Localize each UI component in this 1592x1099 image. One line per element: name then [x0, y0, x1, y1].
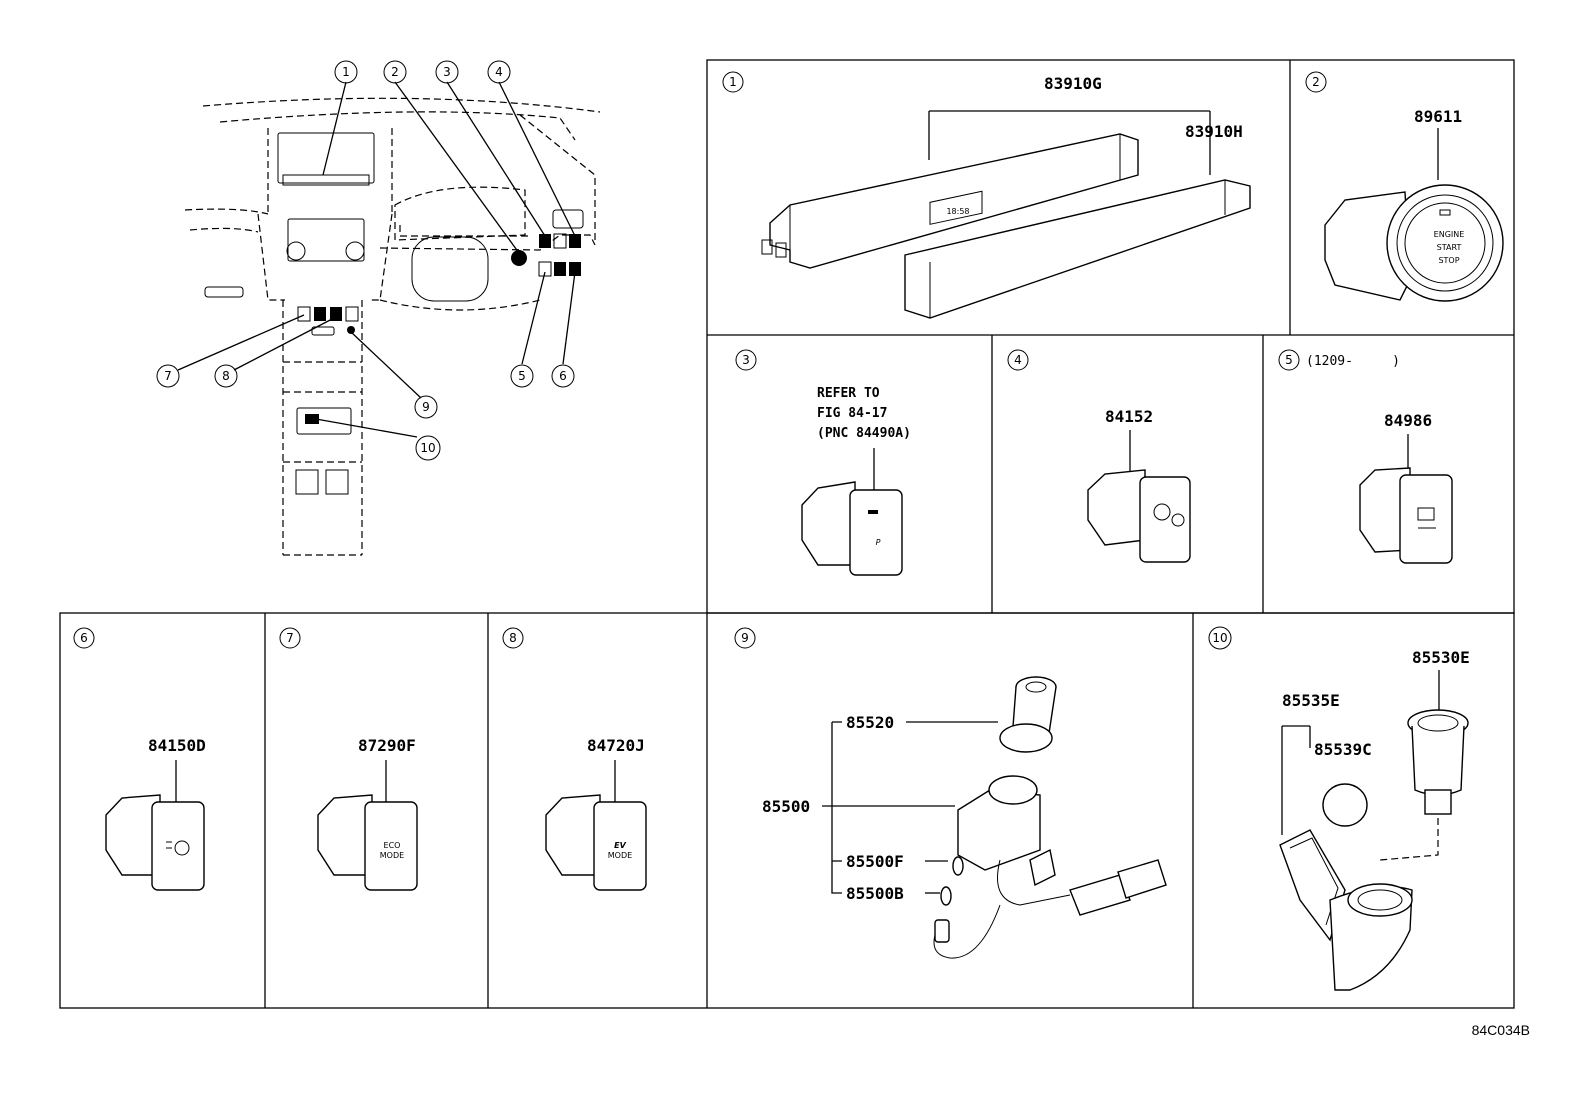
svg-text:8: 8	[509, 631, 517, 645]
svg-text:9: 9	[422, 400, 430, 414]
part-83910H: 83910H	[1185, 122, 1243, 141]
panel-3: 3 REFER TO FIG 84-17 (PNC 84490A) P	[735, 349, 911, 576]
panel-2-number: 2	[1305, 71, 1327, 93]
part-85520: 85520	[846, 713, 894, 732]
part-87290F: 87290F	[358, 736, 416, 755]
panel-2: 2 89611 ENGINE START STOP	[1305, 71, 1504, 302]
outlet-cap	[1322, 783, 1368, 827]
part-85500F: 85500F	[846, 852, 904, 871]
svg-text:5: 5	[1285, 353, 1293, 367]
part-84150D: 84150D	[148, 736, 206, 755]
panel-1: 1 83910G 83910H 18:58	[722, 71, 1251, 319]
svg-text:1: 1	[342, 65, 350, 79]
callout-7: 7	[156, 364, 180, 388]
svg-text:ENGINE: ENGINE	[1434, 230, 1465, 239]
svg-text:P: P	[876, 538, 881, 547]
lighter-socket	[933, 775, 1167, 959]
svg-text:6: 6	[80, 631, 88, 645]
panel-7-number: 7	[279, 627, 301, 649]
vsc-off-switch	[1359, 467, 1453, 564]
parking-switch: P	[801, 481, 903, 576]
note-refer-to: REFER TO	[817, 386, 880, 401]
svg-text:5: 5	[518, 369, 526, 383]
part-84986: 84986	[1384, 411, 1432, 430]
callout-6: 6	[551, 364, 575, 388]
panel-9-number: 9	[734, 627, 756, 649]
svg-text:EV: EV	[614, 841, 626, 850]
diagram-code: 84C034B	[1472, 1022, 1530, 1038]
svg-text:MODE: MODE	[380, 851, 404, 860]
panel-8-number: 8	[502, 627, 524, 649]
svg-text:3: 3	[742, 353, 750, 367]
svg-text:4: 4	[495, 65, 503, 79]
part-84152: 84152	[1105, 407, 1153, 426]
panel-9: 9 85520 85500 85500F 85500B	[734, 627, 1167, 959]
panel-grid	[59, 59, 1515, 1009]
part-85500B: 85500B	[846, 884, 904, 903]
eco-mode-switch: ECO MODE	[317, 794, 418, 891]
svg-text:STOP: STOP	[1438, 256, 1459, 265]
callout-9: 9	[414, 395, 438, 419]
svg-text:2: 2	[391, 65, 399, 79]
panel-3-number: 3	[735, 349, 757, 371]
svg-text:10: 10	[420, 441, 435, 455]
callout-8: 8	[214, 364, 238, 388]
callout-1: 1	[334, 60, 358, 84]
panel-5: 5 (1209- ) 84986	[1278, 349, 1453, 564]
svg-text:6: 6	[559, 369, 567, 383]
svg-text:2: 2	[1312, 75, 1320, 89]
svg-text:9: 9	[741, 631, 749, 645]
switch-panel	[904, 179, 1251, 319]
panel-4-number: 4	[1007, 349, 1029, 371]
svg-text:MODE: MODE	[608, 851, 632, 860]
svg-text:3: 3	[443, 65, 451, 79]
part-85530E: 85530E	[1412, 648, 1470, 667]
part-85539C: 85539C	[1314, 740, 1372, 759]
panel-1-number: 1	[722, 71, 744, 93]
part-83910G: 83910G	[1044, 74, 1102, 93]
panel-10-number: 10	[1208, 626, 1232, 650]
overview-callouts: 1 2 3 4 5 6 7 8 9 10	[156, 60, 575, 461]
socket-bulb	[934, 856, 964, 943]
svg-text:18:58: 18:58	[946, 207, 969, 216]
svg-text:7: 7	[286, 631, 294, 645]
svg-text:ECO: ECO	[384, 841, 401, 850]
outlet-bezel	[1279, 829, 1413, 991]
part-89611: 89611	[1414, 107, 1462, 126]
svg-text:10: 10	[1212, 631, 1227, 645]
svg-text:7: 7	[164, 369, 172, 383]
panel-10: 10 85530E 85535E 85539C	[1208, 626, 1470, 991]
note-figure: FIG 84-17	[817, 406, 887, 421]
svg-text:4: 4	[1014, 353, 1022, 367]
callout-5: 5	[510, 364, 534, 388]
engine-start-button: ENGINE START STOP	[1324, 184, 1504, 302]
cigarette-lighter	[999, 676, 1057, 753]
power-outlet	[1407, 709, 1469, 815]
callout-10: 10	[415, 435, 441, 461]
dashboard-overview	[177, 81, 601, 556]
callout-4: 4	[487, 60, 511, 84]
ev-mode-switch: EV MODE	[545, 794, 647, 891]
part-85535E: 85535E	[1282, 691, 1340, 710]
panel-6-number: 6	[73, 627, 95, 649]
svg-text:START: START	[1437, 243, 1462, 252]
part-84720J: 84720J	[587, 736, 645, 755]
fog-light-switch	[105, 794, 205, 891]
part-85500: 85500	[762, 797, 810, 816]
clock-panel: 18:58	[761, 133, 1139, 269]
panel-5-number: 5	[1278, 349, 1300, 371]
panel-8: 8 84720J EV MODE	[502, 627, 647, 891]
date-range: (1209- )	[1306, 354, 1400, 369]
panel-6: 6 84150D	[73, 627, 206, 891]
callout-2: 2	[383, 60, 407, 84]
panel-4: 4 84152	[1007, 349, 1191, 563]
svg-text:8: 8	[222, 369, 230, 383]
callout-3: 3	[435, 60, 459, 84]
note-pnc: (PNC 84490A)	[817, 426, 911, 441]
svg-text:1: 1	[729, 75, 737, 89]
headlamp-leveling-switch	[1087, 469, 1191, 563]
panel-7: 7 87290F ECO MODE	[279, 627, 418, 891]
